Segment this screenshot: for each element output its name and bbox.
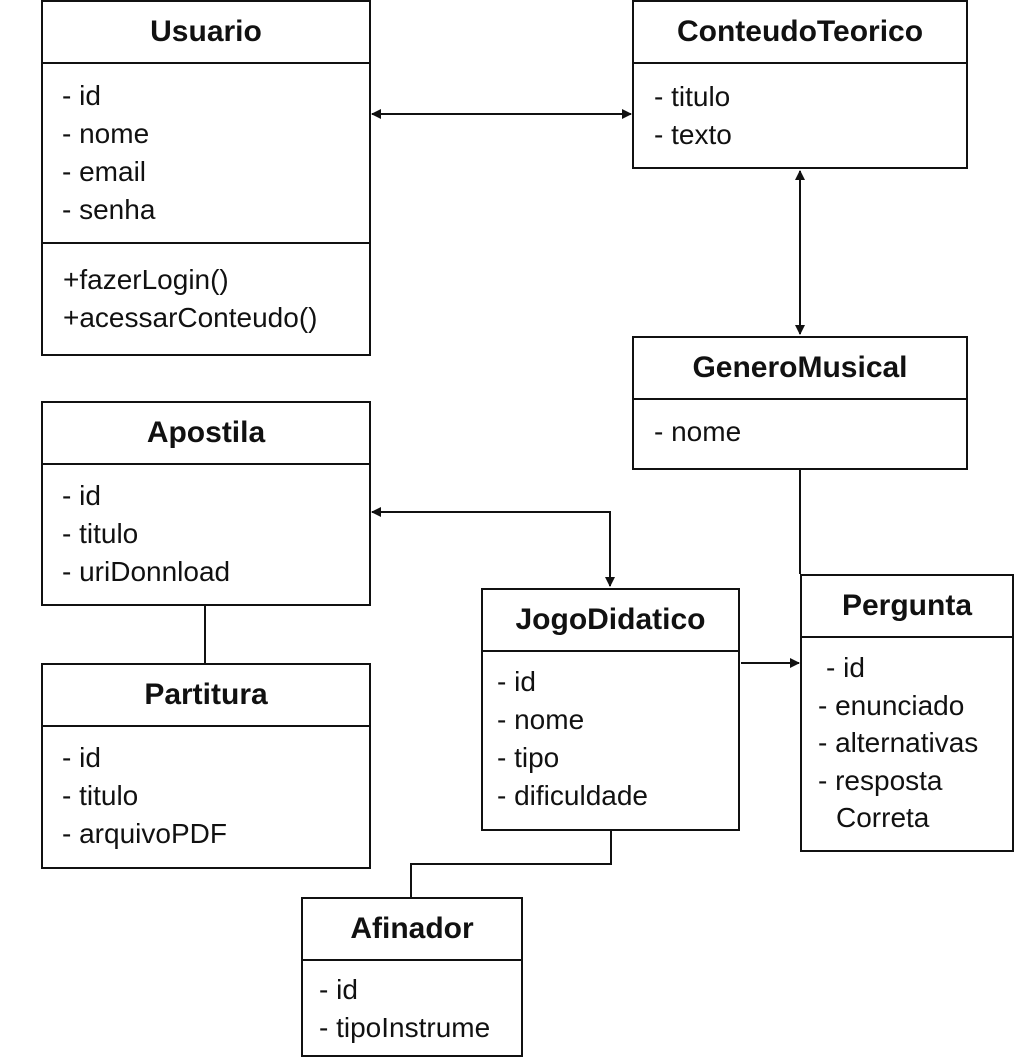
class-name: GeneroMusical <box>634 338 966 400</box>
attribute-item: - texto <box>654 119 732 150</box>
attribute-item: - id <box>497 666 536 697</box>
attribute-item: - uriDonnload <box>62 556 231 587</box>
attribute-item: - id <box>319 974 358 1005</box>
attribute-item: - titulo <box>654 81 731 112</box>
attribute-item: - nome <box>62 118 150 149</box>
attribute-list: - id - titulo - uriDonnload <box>43 465 369 591</box>
attribute-item: - email <box>62 156 147 187</box>
attribute-item: - enunciado <box>818 689 965 721</box>
class-name: Pergunta <box>802 576 1012 638</box>
attribute-list: - nome <box>634 400 966 451</box>
attribute-item: - id <box>826 652 865 683</box>
attribute-item: - senha <box>62 194 156 225</box>
class-name: Apostila <box>43 403 369 465</box>
method-item: +fazerLogin() <box>63 264 229 295</box>
class-afinador[interactable]: Afinador - id - tipoInstrume <box>301 897 523 1057</box>
attribute-item: - id <box>62 742 101 773</box>
class-name: Partitura <box>43 665 369 727</box>
class-conteudo-teorico[interactable]: ConteudoTeorico - titulo - texto <box>632 0 968 169</box>
attribute-item: - id <box>62 480 101 511</box>
attribute-list: - id - nome - tipo - dificuldade <box>483 652 738 815</box>
attribute-item: - tipo <box>497 742 560 773</box>
attribute-item: - titulo <box>62 518 139 549</box>
connector-apostila-jogo <box>371 507 615 587</box>
class-jogo-didatico[interactable]: JogoDidatico - id - nome - tipo - dificu… <box>481 588 740 831</box>
class-usuario[interactable]: Usuario - id - nome - email - senha +faz… <box>41 0 371 356</box>
attribute-list: - id - nome - email - senha <box>43 64 369 242</box>
attribute-list: - id - tipoInstrume <box>303 961 521 1047</box>
attribute-list: - id - titulo - arquivoPDF <box>43 727 369 853</box>
attribute-item: - alternativas <box>818 727 979 758</box>
class-pergunta[interactable]: Pergunta - id - enunciado - alternativas… <box>800 574 1014 852</box>
attribute-item: - id <box>62 80 101 111</box>
class-genero-musical[interactable]: GeneroMusical - nome <box>632 336 968 470</box>
attribute-item: - arquivoPDF <box>62 818 227 849</box>
attribute-item: - tipoInstrume <box>319 1012 491 1043</box>
attribute-list: - id - enunciado - alternativas - respos… <box>802 638 1012 837</box>
connector-layer <box>204 109 805 897</box>
attribute-item: - dificuldade <box>497 780 648 811</box>
uml-class-diagram: Usuario - id - nome - email - senha +faz… <box>41 0 1014 1057</box>
class-partitura[interactable]: Partitura - id - titulo - arquivoPDF <box>41 663 371 869</box>
attribute-list: - titulo - texto <box>634 64 966 154</box>
attribute-item: - resposta <box>818 764 943 796</box>
connector-jogo-afinador <box>410 831 612 897</box>
class-apostila[interactable]: Apostila - id - titulo - uriDonnload <box>41 401 371 606</box>
class-name: Usuario <box>43 2 369 64</box>
method-list: +fazerLogin() +acessarConteudo() <box>43 242 369 337</box>
attribute-item: - nome <box>497 704 585 735</box>
class-name: Afinador <box>303 899 521 961</box>
class-name: JogoDidatico <box>483 590 738 652</box>
attribute-item: - titulo <box>62 780 139 811</box>
class-name: ConteudoTeorico <box>634 2 966 64</box>
attribute-item-continuation: Correta <box>836 802 930 833</box>
attribute-item: - nome <box>654 416 742 447</box>
method-item: +acessarConteudo() <box>63 302 318 333</box>
